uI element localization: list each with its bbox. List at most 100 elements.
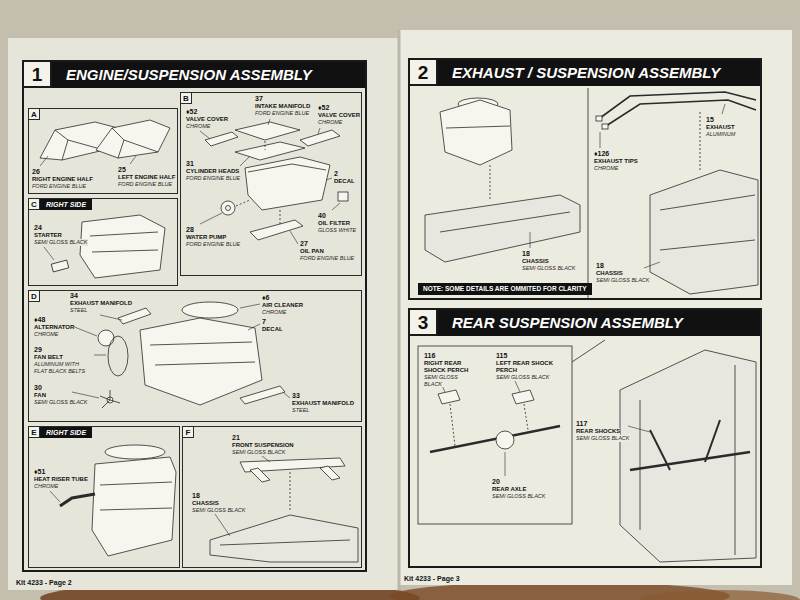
engine-chassis-drawing bbox=[440, 100, 512, 165]
rear-suspension-inset bbox=[496, 431, 514, 449]
detail-panel: A bbox=[28, 108, 178, 194]
engine-right-side-drawing bbox=[100, 482, 172, 485]
callout-number: 7 bbox=[262, 318, 266, 326]
part-name: VALVE COVER bbox=[318, 112, 360, 119]
step-number: 3 bbox=[410, 310, 438, 336]
part-name: RIGHT ENGINE HALF bbox=[32, 176, 93, 183]
engine-half-drawing bbox=[118, 140, 124, 158]
exhaust-pipe-drawing bbox=[700, 112, 701, 170]
assembly-step: 3REAR SUSPENSION ASSEMBLY bbox=[408, 308, 762, 568]
part-name: CYLINDER HEADS bbox=[186, 168, 239, 175]
rear-suspension-inset bbox=[512, 390, 534, 404]
front-suspension-drawing bbox=[210, 458, 358, 562]
leader-line bbox=[215, 514, 230, 536]
engine-right-side-drawing bbox=[92, 457, 176, 556]
engine-accessory-drawing bbox=[98, 302, 285, 408]
paint-color: SEMI GLOSS BLACK bbox=[34, 399, 88, 406]
engine-chassis-drawing bbox=[588, 88, 589, 298]
rear-suspension-inset bbox=[572, 340, 605, 362]
paper-page bbox=[400, 30, 792, 585]
panel-letter: E bbox=[29, 427, 40, 438]
part-name: LEFT ENGINE HALF bbox=[118, 174, 175, 181]
engine-half-drawing bbox=[55, 130, 104, 150]
paper-page bbox=[398, 30, 401, 590]
paper-page bbox=[8, 30, 792, 590]
leader-line bbox=[200, 213, 222, 224]
part-name: EXHAUST MANIFOLD bbox=[292, 400, 354, 407]
rear-chassis-drawing bbox=[630, 452, 750, 470]
part-name: STARTER bbox=[34, 232, 62, 239]
front-suspension-drawing bbox=[210, 515, 358, 562]
part-name: CHASSIS bbox=[522, 258, 549, 265]
paint-color: CHROME bbox=[34, 331, 58, 338]
engine-accessory-drawing bbox=[118, 308, 151, 324]
note-band: NOTE: SOME DETAILS ARE OMMITED FOR CLARI… bbox=[418, 283, 592, 295]
panel-letter: C bbox=[29, 199, 40, 210]
leader-line bbox=[240, 156, 250, 166]
detail-panel: D bbox=[28, 290, 362, 422]
engine-accessory-drawing bbox=[140, 318, 262, 405]
view-label: RIGHT SIDE bbox=[40, 199, 92, 210]
exploded-engine-drawing bbox=[236, 200, 250, 206]
part-name: VALVE COVER bbox=[186, 116, 228, 123]
panel-letter: A bbox=[29, 109, 40, 120]
exhaust-pipe-drawing bbox=[602, 124, 608, 129]
callout-number: ♦52 bbox=[318, 104, 329, 112]
rear-suspension-inset bbox=[418, 346, 572, 524]
detail-panel: CRIGHT SIDE bbox=[28, 198, 178, 286]
chassis-drawing bbox=[660, 195, 755, 210]
part-callout: 20REAR AXLESEMI GLOSS BLACK bbox=[492, 478, 546, 500]
paint-color: SEMI GLOSS BLACK bbox=[424, 374, 476, 387]
part-name: WATER PUMP bbox=[186, 234, 226, 241]
leader-line bbox=[326, 178, 332, 180]
part-callout: 18CHASSISSEMI GLOSS BLACK bbox=[192, 492, 246, 514]
part-name: CHASSIS bbox=[596, 270, 623, 277]
leader-line bbox=[505, 452, 506, 476]
part-name: AIR CLEANER bbox=[262, 302, 303, 309]
leader-line bbox=[290, 231, 298, 244]
part-callout: 37INTAKE MANIFOLDFORD ENGINE BLUE bbox=[255, 95, 310, 117]
part-callout: 21FRONT SUSPENSIONSEMI GLOSS BLACK bbox=[232, 434, 294, 456]
rear-chassis-drawing bbox=[620, 350, 756, 562]
callout-number: ♦48 bbox=[34, 316, 45, 324]
part-name: DECAL bbox=[262, 326, 283, 333]
callout-number: 15 bbox=[706, 116, 714, 124]
front-suspension-drawing bbox=[290, 472, 291, 512]
callout-number: 117 bbox=[576, 420, 587, 428]
engine-chassis-drawing bbox=[425, 195, 580, 262]
leader-line bbox=[248, 324, 260, 330]
part-callout: ♦51HEAT RISER TUBECHROME bbox=[34, 468, 88, 490]
engine-accessory-drawing bbox=[182, 302, 238, 318]
leader-line bbox=[515, 381, 520, 392]
exploded-engine-drawing bbox=[245, 157, 330, 210]
callout-number: 26 bbox=[32, 168, 40, 176]
paint-color: FORD ENGINE BLUE bbox=[32, 183, 86, 190]
paper-page bbox=[8, 38, 398, 590]
callout-number: 18 bbox=[522, 250, 530, 258]
engine-chassis-drawing bbox=[490, 165, 491, 200]
paint-color: CHROME bbox=[34, 483, 58, 490]
part-name: LEFT REAR SHOCK PERCH bbox=[496, 360, 558, 374]
paint-color: CHROME bbox=[594, 165, 618, 172]
callout-number: ♦51 bbox=[34, 468, 45, 476]
paint-color: FORD ENGINE BLUE bbox=[186, 175, 240, 182]
front-suspension-drawing bbox=[320, 466, 340, 480]
paint-color: SEMI GLOSS BLACK bbox=[576, 435, 630, 442]
engine-half-drawing bbox=[112, 128, 158, 152]
engine-half-drawing bbox=[40, 120, 170, 160]
paint-color: CHROME bbox=[318, 119, 342, 126]
step-number: 2 bbox=[410, 60, 438, 86]
part-callout: 26RIGHT ENGINE HALFFORD ENGINE BLUE bbox=[32, 168, 93, 190]
engine-chassis-drawing bbox=[425, 88, 588, 298]
callout-number: ♦126 bbox=[594, 150, 609, 158]
callout-number: 28 bbox=[186, 226, 194, 234]
assembly-step: 1ENGINE/SUSPENSION ASSEMBLYABCRIGHT SIDE… bbox=[22, 60, 367, 572]
page-footer: Kit 4233 - Page 3 bbox=[404, 574, 460, 583]
exploded-engine-drawing bbox=[235, 122, 300, 140]
engine-accessory-drawing bbox=[155, 362, 255, 365]
paint-color: CHROME bbox=[186, 123, 210, 130]
part-callout: ♦126EXHAUST TIPSCHROME bbox=[594, 150, 638, 172]
part-callout: ♦52VALVE COVERCHROME bbox=[318, 104, 360, 126]
leader-line bbox=[284, 393, 290, 398]
paint-color: ALUMINUM bbox=[706, 131, 735, 138]
